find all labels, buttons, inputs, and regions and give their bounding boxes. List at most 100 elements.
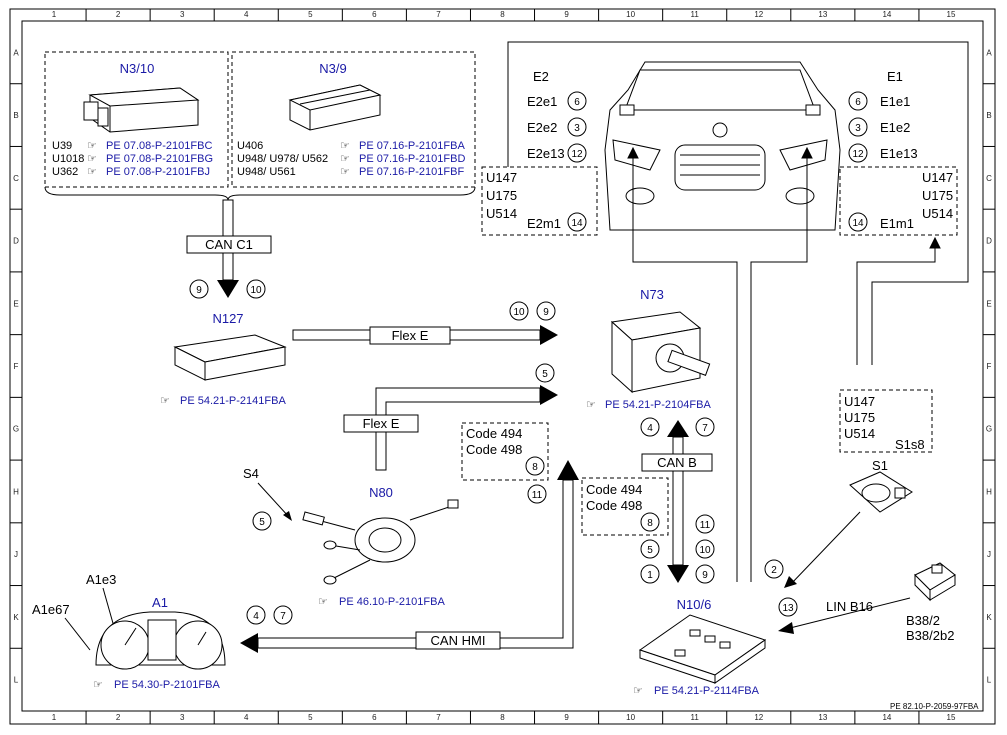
grid-row-label: B: [986, 111, 991, 120]
flex-e-label-2: Flex E: [363, 416, 400, 431]
hand-pointer-icon: ☞: [340, 140, 350, 152]
lin-b16-label: LIN B16: [826, 599, 873, 614]
grid-column-label: 11: [691, 713, 700, 722]
s1-label: S1: [872, 458, 888, 473]
a1e3-label: A1e3: [86, 572, 116, 587]
grid-row-label: G: [986, 425, 992, 434]
n127-ref[interactable]: PE 54.21-P-2141FBA: [180, 395, 286, 407]
n3-9-ref-3[interactable]: PE 07.16-P-2101FBF: [359, 166, 464, 178]
n3-9-ref-1[interactable]: PE 07.16-P-2101FBA: [359, 140, 465, 152]
connection-circle: [640, 564, 660, 584]
n10-6-ref[interactable]: PE 54.21-P-2114FBA: [654, 685, 760, 697]
n3-10-ref-1[interactable]: PE 07.08-P-2101FBC: [106, 140, 212, 152]
connection-number: 12: [852, 149, 864, 160]
grid-row-label: J: [987, 550, 991, 559]
s1-code-2: U175: [844, 410, 875, 425]
connection-circle: [535, 363, 555, 383]
n3-10-ref-3[interactable]: PE 07.08-P-2101FBJ: [106, 166, 210, 178]
n80-ref[interactable]: PE 46.10-P-2101FBA: [339, 596, 445, 608]
connection-number: 8: [532, 462, 538, 473]
connection-circle: [640, 512, 660, 532]
connection-number: 5: [542, 369, 548, 380]
grid-column-label: 10: [626, 713, 635, 722]
connection-number: 5: [647, 545, 653, 556]
n3-9-group: N3/9 U406 U948/ U978/ U562 U948/ U561 ☞ …: [231, 51, 476, 188]
e2-codes-box: U147 U175 U514 E2m1: [481, 166, 598, 236]
connection-number: 14: [852, 218, 864, 229]
grid-row-label: D: [986, 237, 992, 246]
grid-column-label: 6: [372, 10, 377, 19]
connection-number: 1: [647, 570, 653, 581]
connection-circle: [695, 564, 715, 584]
a1-ref[interactable]: PE 54.30-P-2101FBA: [114, 679, 220, 691]
connection-circle: [640, 539, 660, 559]
e1e13-label: E1e13: [880, 146, 918, 161]
connection-number: 10: [250, 285, 262, 296]
connection-number: 7: [280, 611, 286, 622]
n73-label: N73: [640, 287, 664, 302]
connection-number: 10: [513, 307, 525, 318]
a1-label: A1: [152, 595, 168, 610]
n3-9-code-2: U948/ U978/ U562: [237, 153, 328, 165]
grid-column-label: 13: [818, 713, 827, 722]
grid-column-label: 2: [116, 713, 121, 722]
grid-column-label: 4: [244, 10, 249, 19]
grid-column-label: 11: [691, 10, 700, 19]
grid-column-label: 1: [52, 713, 57, 722]
engine-control-unit-icon: [288, 84, 382, 131]
connection-number: 10: [699, 545, 711, 556]
engine-control-unit-icon: [83, 87, 200, 133]
grid-row-label: E: [986, 299, 991, 308]
grid-row-label: L: [987, 676, 992, 685]
b38-2-label: B38/2: [906, 613, 940, 628]
grid-column-label: 14: [882, 10, 891, 19]
n3-10-code-2: U1018: [52, 153, 84, 165]
connection-circle: [695, 417, 715, 437]
connection-number: 7: [702, 423, 708, 434]
e2-code-3: U514: [486, 206, 517, 221]
connection-number: 9: [196, 285, 202, 296]
grid-column-label: 12: [754, 10, 763, 19]
can-hmi-connection: CAN HMI: [240, 460, 579, 653]
n3-9-code-1: U406: [237, 140, 263, 152]
connection-circle: [848, 143, 868, 163]
grid-column-label: 15: [947, 713, 956, 722]
connection-circle: [567, 91, 587, 111]
code494-1: Code 494: [466, 426, 522, 441]
connection-circle: [527, 484, 547, 504]
car-front-icon: [604, 61, 841, 231]
connection-circle: [567, 143, 587, 163]
sam-control-unit-icon: [638, 614, 767, 684]
grid-column-label: 6: [372, 713, 377, 722]
connection-number: 3: [574, 123, 580, 134]
grid-column-label: 8: [500, 713, 505, 722]
connection-circle: [246, 279, 266, 299]
grid-column-label: 3: [180, 10, 185, 19]
n3-9-ref-2[interactable]: PE 07.16-P-2101FBD: [359, 153, 465, 165]
connection-circle: [848, 117, 868, 137]
grid-row-label: F: [14, 362, 19, 371]
grid-column-label: 13: [818, 10, 827, 19]
n3-10-group: N3/10 U39 U1018 U362 ☞ ☞ ☞ PE 07.08-P-21…: [44, 51, 229, 188]
grid-column-label: 5: [308, 10, 313, 19]
hand-pointer-icon: ☞: [633, 685, 643, 697]
connection-number: 9: [702, 570, 708, 581]
code498-2: Code 498: [586, 498, 642, 513]
e1-codes-box: U147 U175 U514 E1m1: [839, 166, 958, 236]
n73-ref[interactable]: PE 54.21-P-2104FBA: [605, 399, 711, 411]
grid-column-label: 4: [244, 713, 249, 722]
hand-pointer-icon: ☞: [93, 679, 103, 691]
code494-box-1: Code 494 Code 498: [461, 422, 549, 481]
connection-circle: [695, 514, 715, 534]
grid-column-label: 5: [308, 713, 313, 722]
grid-row-label: A: [986, 48, 992, 57]
n10-6-group: N10/6 ☞ PE 54.21-P-2114FBA: [633, 597, 767, 697]
car-feed-lines: [507, 41, 969, 582]
connection-circle: [273, 605, 293, 625]
n3-10-ref-2[interactable]: PE 07.08-P-2101FBG: [106, 153, 213, 165]
hand-pointer-icon: ☞: [586, 399, 596, 411]
hand-pointer-icon: ☞: [87, 140, 97, 152]
can-c1-connection: CAN C1: [186, 199, 272, 298]
e2e2-label: E2e2: [527, 120, 557, 135]
